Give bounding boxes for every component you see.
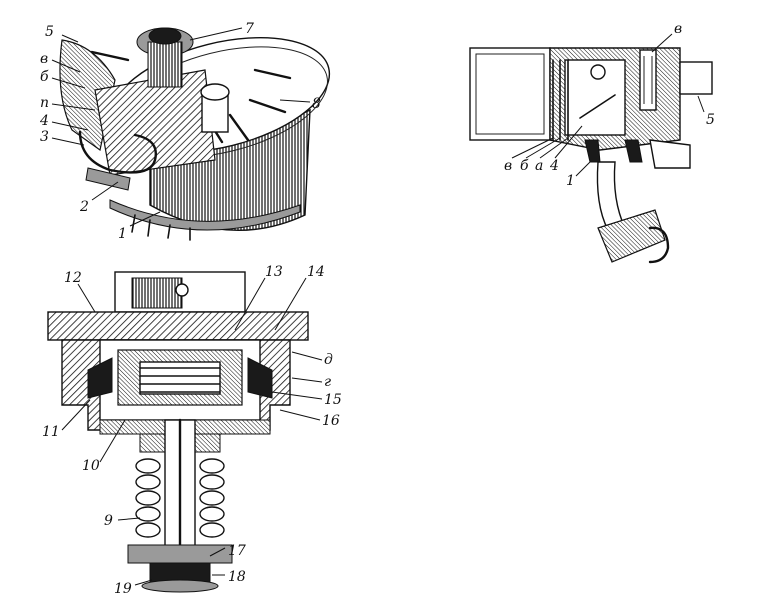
fig-b-label-5: 5 (706, 112, 715, 128)
pump-side-section-view: в 5 в б а 4 1 (469, 21, 715, 264)
fig-c-label-17: 17 (228, 543, 246, 559)
left-housing-block (469, 47, 551, 141)
fig-c-label-10: 10 (82, 458, 100, 474)
fig-c-label-14: 14 (307, 264, 325, 280)
hose-end (648, 226, 670, 264)
rotor-rings (139, 367, 221, 393)
fig-a-label-1: 1 (118, 226, 127, 242)
fuel-pipe-loop (78, 130, 157, 174)
fig-a-label-2: 2 (79, 199, 89, 215)
fig-c-label-g: г (324, 374, 331, 390)
fig-a-label-p: п (40, 95, 49, 111)
center-hub-post (147, 41, 183, 88)
fig-c-label-16: 16 (322, 413, 340, 429)
cover-plate (47, 311, 309, 341)
outlet-pipe (596, 161, 627, 231)
return-spring (135, 458, 225, 538)
fig-b-label-1: 1 (566, 173, 575, 189)
fig-a-label-v: в (40, 51, 48, 67)
fig-b-label-v: в (504, 158, 512, 174)
fig-a-label-5: 5 (45, 24, 54, 40)
fig-c-label-13: 13 (265, 264, 283, 280)
fig-c-label-18: 18 (228, 569, 246, 585)
bottom-flange (109, 199, 301, 231)
seal-right (247, 357, 273, 399)
right-outlet (649, 139, 691, 169)
clamp-right (624, 139, 643, 163)
fig-b-label-a: а (535, 158, 543, 174)
fig-c-label-d: д (324, 352, 333, 368)
clamp-left (584, 139, 601, 163)
right-cap (679, 61, 713, 95)
fig-a-label-7: 7 (245, 21, 254, 37)
rotor-core (139, 361, 221, 395)
pump-cross-section: 12 13 14 д г 15 16 11 10 9 17 18 19 (42, 264, 342, 597)
pipe-fitting (85, 167, 131, 191)
fig-c-label-11: 11 (42, 424, 60, 440)
channel-v-top (639, 49, 657, 111)
fig-c-label-15: 15 (324, 392, 342, 408)
fig-b-label-b: б (520, 158, 529, 174)
top-boss-hatch (131, 277, 183, 309)
fig-a-label-4: 4 (39, 113, 49, 129)
fig-a-label-8: 8 (312, 96, 321, 112)
fig-a-label-b: б (40, 69, 49, 85)
fig-a-label-3: 3 (40, 129, 49, 145)
plug-screw (590, 64, 606, 80)
center-hub-top (148, 27, 182, 45)
valve-plug-top (200, 83, 230, 101)
seal-left (87, 357, 113, 399)
pump-perspective-view: 5 в б п 4 3 2 1 7 8 (39, 21, 331, 242)
fig-c-label-9: 9 (104, 513, 113, 529)
fig-c-label-12: 12 (64, 270, 82, 286)
outlet-hose (597, 209, 666, 263)
washer (141, 579, 219, 593)
bottom-spikes (131, 214, 191, 241)
fig-c-label-19: 19 (114, 581, 132, 597)
spring-seat (127, 544, 233, 564)
fig-b-label-4: 4 (549, 158, 559, 174)
left-housing-inner (475, 53, 545, 135)
fig-b-label-v-top: в (674, 21, 682, 37)
